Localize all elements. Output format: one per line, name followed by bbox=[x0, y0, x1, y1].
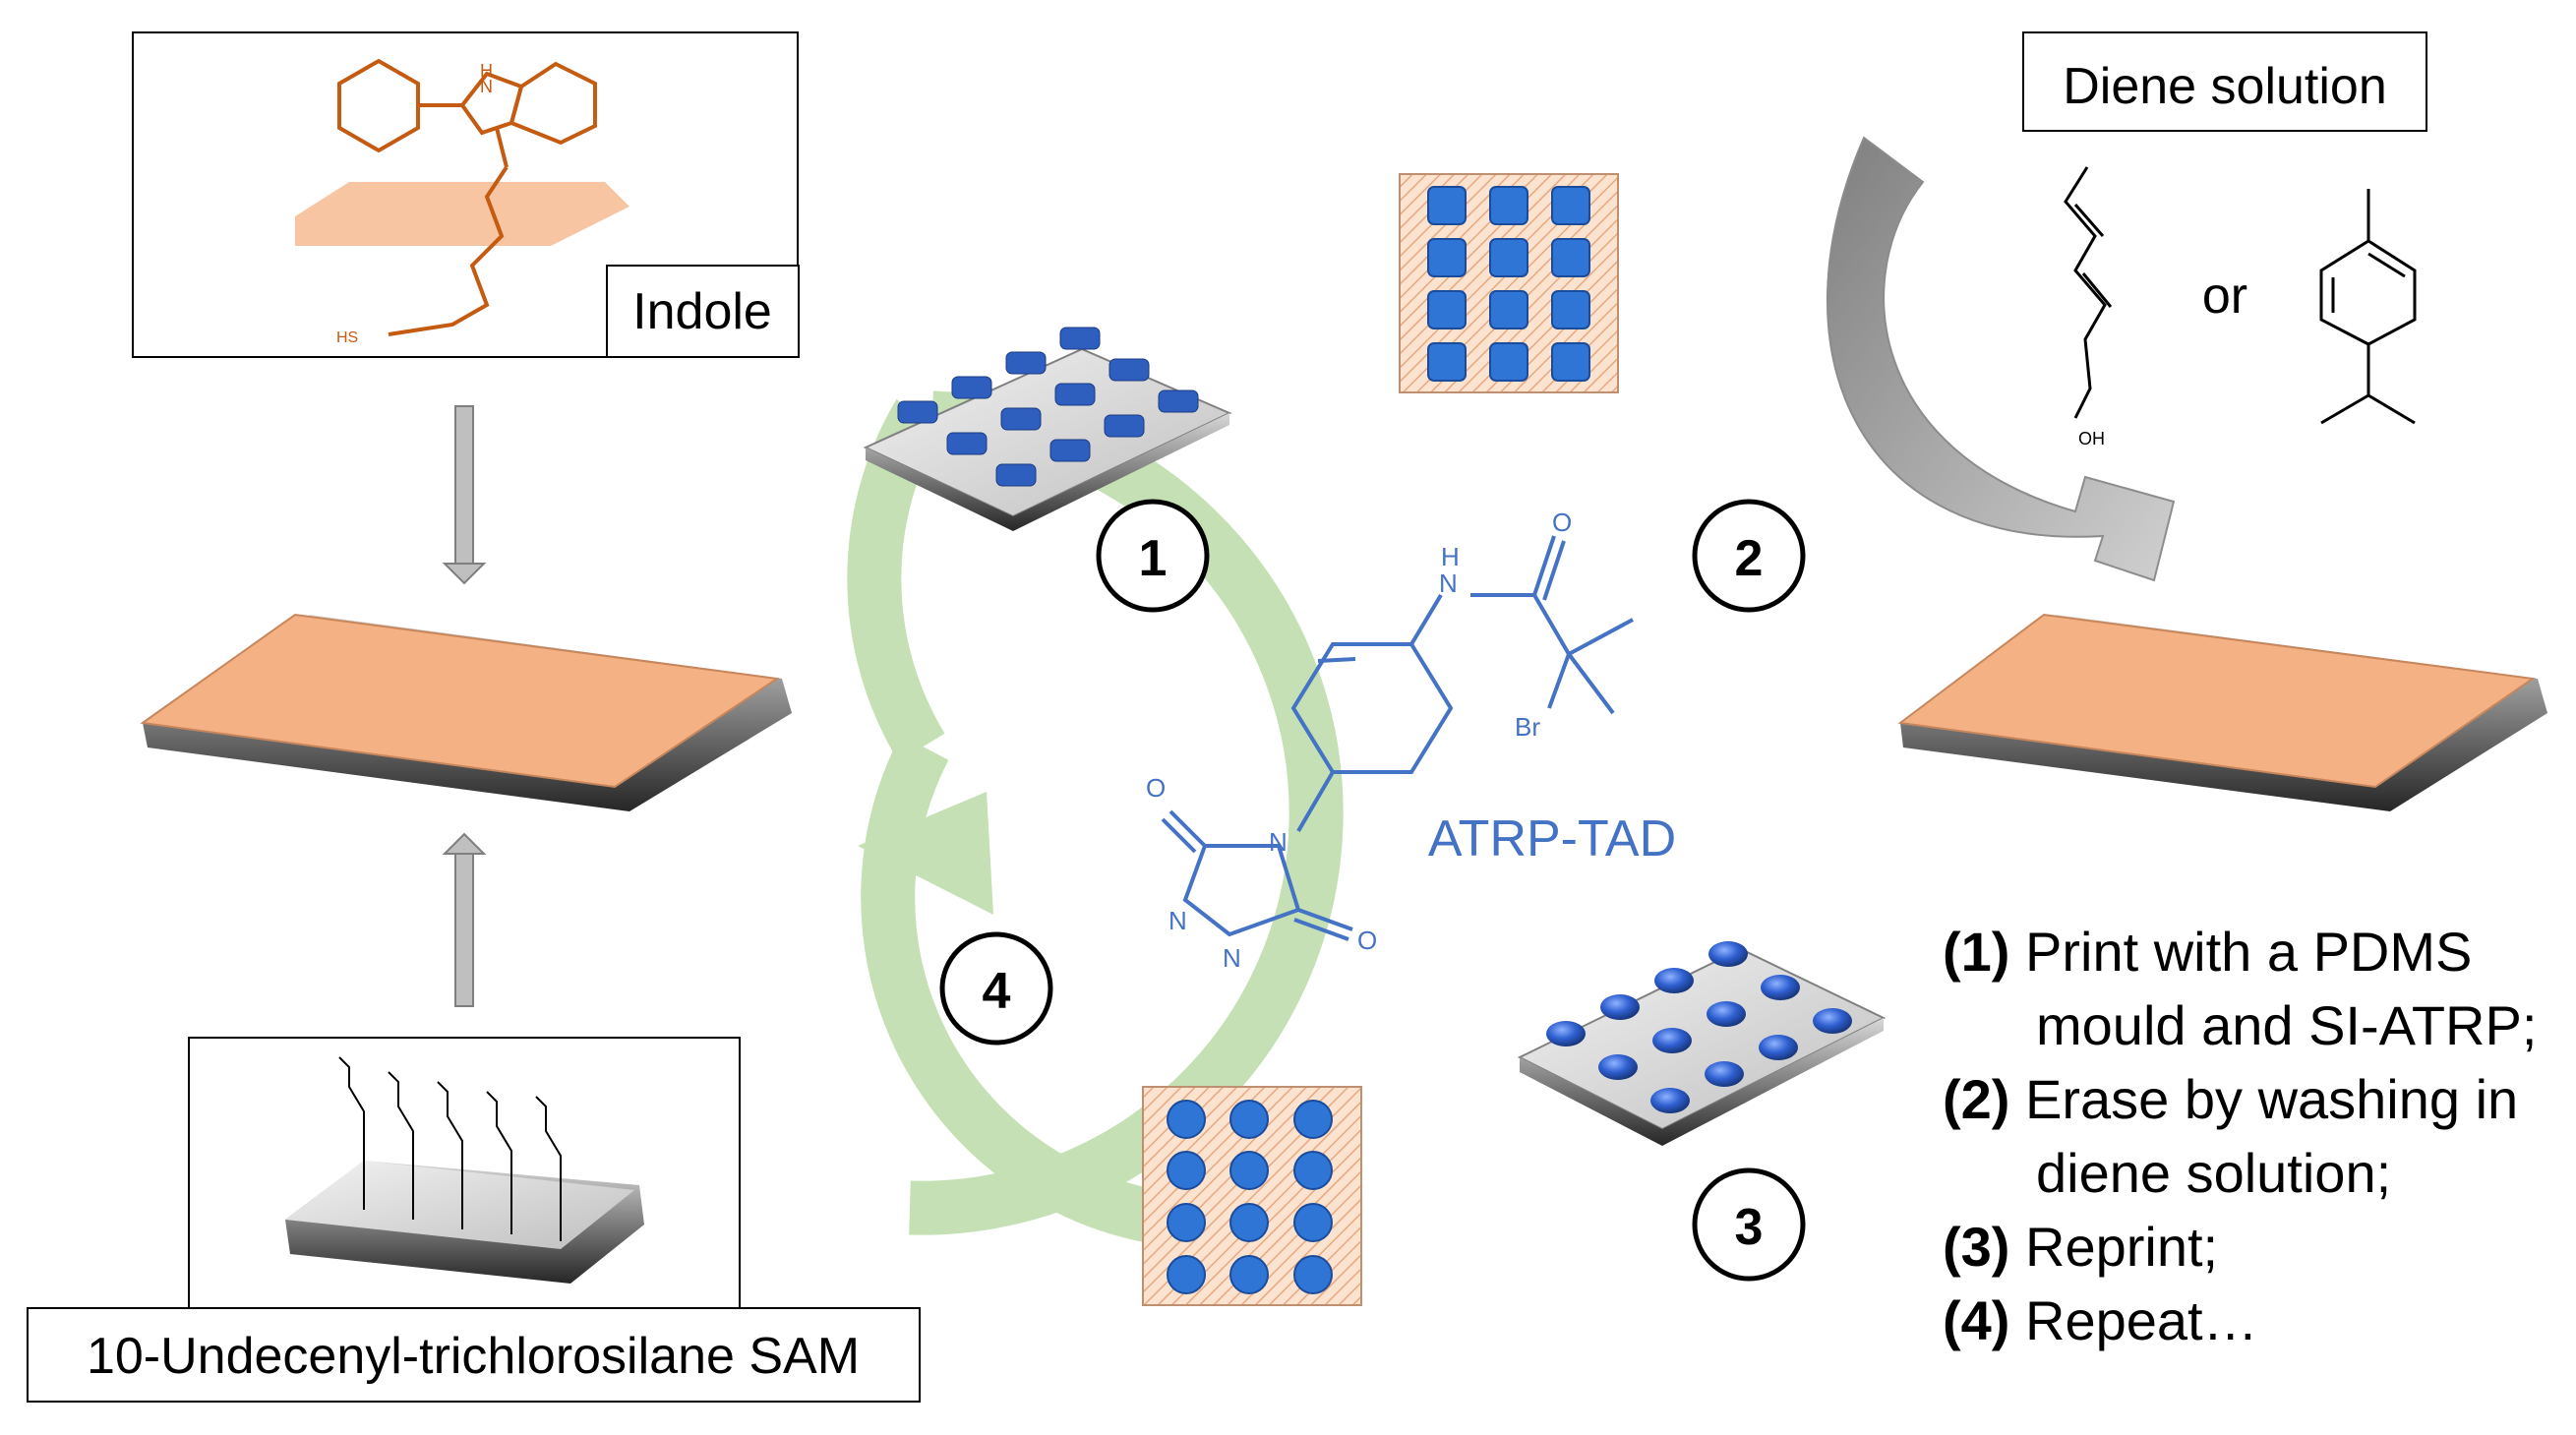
step-circle-4: 4 bbox=[939, 931, 1053, 1046]
tad-n-label: N bbox=[1439, 568, 1458, 598]
up-arrow bbox=[442, 832, 487, 1007]
atrp-tad-label: ATRP-TAD bbox=[1428, 810, 1676, 867]
tad-n-ring-label: N bbox=[1269, 827, 1288, 857]
diene-label: Diene solution bbox=[2063, 58, 2387, 115]
right-orange-slab bbox=[1897, 613, 2547, 811]
tad-n-b-label: N bbox=[1223, 943, 1241, 973]
legend-step-1: (1) Print with a PDMS bbox=[1943, 921, 2473, 983]
svg-text:N: N bbox=[480, 77, 493, 96]
terpinene-molecule bbox=[2319, 189, 2417, 425]
step-circle-2: 2 bbox=[1692, 499, 1806, 613]
topview-squares bbox=[1399, 173, 1619, 393]
indole-nh-label: H bbox=[480, 61, 493, 81]
tad-n-bl-label: N bbox=[1168, 906, 1187, 935]
legend-step-2: (2) Erase by washing in bbox=[1943, 1068, 2519, 1130]
diene-oh-label: OH bbox=[2078, 429, 2105, 448]
step-circle-1: 1 bbox=[1096, 499, 1210, 613]
svg-text:4: 4 bbox=[983, 963, 1011, 1020]
left-orange-slab bbox=[140, 613, 792, 811]
indole-molecule bbox=[337, 58, 597, 336]
sam-label-box bbox=[27, 1307, 921, 1403]
indole-hs-label: HS bbox=[336, 329, 358, 346]
indole-structure-box bbox=[132, 31, 799, 358]
hexadienol-molecule bbox=[2064, 166, 2113, 419]
slab-printed-domes bbox=[1517, 941, 1887, 1146]
indole-label: Indole bbox=[632, 283, 772, 340]
tad-br-label: Br bbox=[1515, 712, 1540, 742]
legend-step-3: (3) Reprint; bbox=[1943, 1216, 2219, 1278]
or-label: or bbox=[2202, 268, 2247, 325]
sam-chains bbox=[338, 1056, 562, 1241]
tad-o-top-label: O bbox=[1552, 508, 1572, 537]
indole-label-box bbox=[606, 265, 800, 358]
sam-slab bbox=[285, 1161, 644, 1284]
svg-text:3: 3 bbox=[1735, 1199, 1764, 1256]
svg-text:1: 1 bbox=[1139, 530, 1168, 587]
indole-plane bbox=[295, 182, 629, 246]
slab-printed-squares bbox=[863, 327, 1232, 531]
legend-step-4: (4) Repeat… bbox=[1943, 1289, 2258, 1351]
diene-curved-arrow bbox=[1826, 136, 2176, 582]
atrp-tad-molecule bbox=[1161, 535, 1634, 941]
tad-o-left-label: O bbox=[1146, 773, 1166, 803]
diene-label-box bbox=[2022, 31, 2427, 132]
tad-o-right-label: O bbox=[1357, 926, 1377, 955]
svg-text:2: 2 bbox=[1735, 530, 1764, 587]
cycle-arrowhead bbox=[858, 792, 993, 915]
steps-legend: (1) Print with a PDMS mould and SI-ATRP;… bbox=[1943, 915, 2537, 1357]
down-arrow bbox=[442, 405, 487, 585]
sam-label: 10-Undecenyl-trichlorosilane SAM bbox=[87, 1328, 860, 1385]
step-circle-3: 3 bbox=[1692, 1167, 1806, 1282]
topview-circles bbox=[1142, 1086, 1362, 1306]
tad-h-label: H bbox=[1441, 542, 1460, 571]
